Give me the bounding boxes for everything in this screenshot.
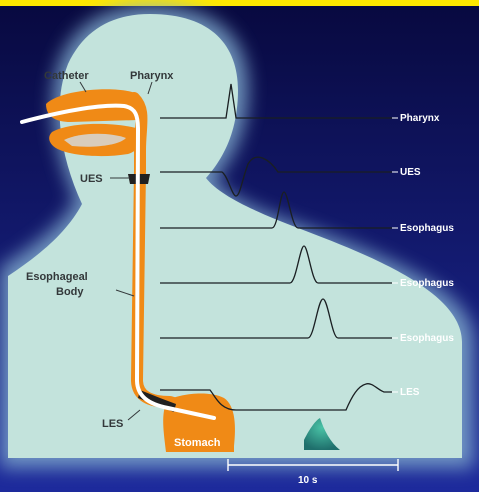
catheter-label: Catheter [44, 70, 89, 82]
time-scale-label: 10 s [298, 475, 317, 487]
esophageal-body-label-line1: Esophageal [26, 271, 88, 283]
stomach-label: Stomach [174, 437, 220, 449]
trace-label-esophagus-1: Esophagus [400, 223, 454, 235]
esophageal-body-label-line2: Body [56, 286, 84, 298]
trace-label-esophagus-2: Esophagus [400, 278, 454, 290]
trace-label-ues: UES [400, 167, 421, 179]
trace-label-les: LES [400, 387, 419, 399]
pharynx-label: Pharynx [130, 70, 173, 82]
trace-label-pharynx: Pharynx [400, 113, 439, 125]
top-highlight-bar [0, 0, 479, 6]
ues-label: UES [80, 173, 103, 185]
les-label: LES [102, 418, 123, 430]
trace-label-esophagus-3: Esophagus [400, 333, 454, 345]
